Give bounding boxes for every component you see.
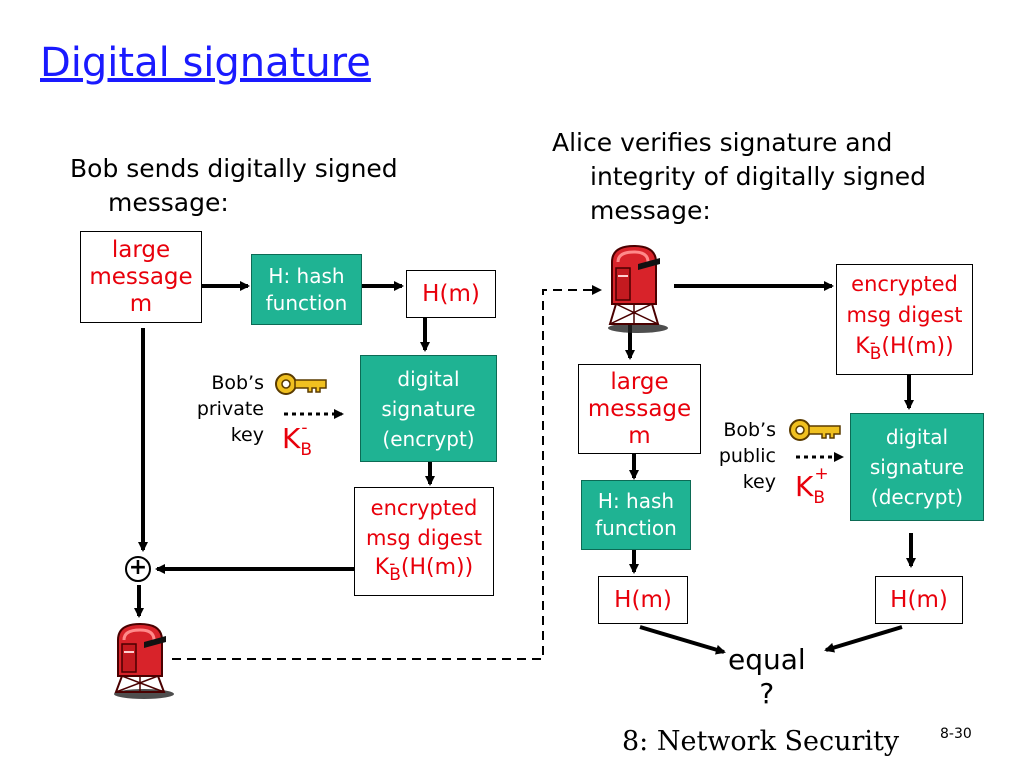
bob-private-key-label: Bob’s private key <box>196 372 264 446</box>
arrow-left-hm-to-equal <box>639 625 726 655</box>
alice-encrypted-digest-box: encrypted msg digest KB-(H(m)) <box>836 264 973 375</box>
key-icon <box>789 419 841 441</box>
concatenate-plus: + <box>125 556 151 582</box>
alice-digital-signature-box: digital signature (decrypt) <box>850 413 984 521</box>
bob-hash-function-box: H: hash function <box>251 254 362 325</box>
key-icon <box>275 373 327 395</box>
alice-kb-hm: KB-(H(m)) <box>855 332 954 364</box>
bob-heading-line2: message: <box>108 188 229 217</box>
bob-encrypted-digest-box: encrypted msg digest KB-(H(m)) <box>354 487 494 596</box>
bob-heading: Bob sends digitally signed message: <box>70 152 398 220</box>
page-title: Digital signature <box>40 40 371 86</box>
alice-hash-function-box: H: hash function <box>581 480 691 550</box>
alice-heading: Alice verifies signature and integrity o… <box>552 126 926 228</box>
alice-public-key-symbol: KB+ <box>795 463 829 508</box>
bob-private-key-symbol: KB- <box>282 417 313 460</box>
bob-digital-signature-box: digital signature (encrypt) <box>360 355 497 462</box>
arrow-right-hm-to-equal <box>824 625 903 653</box>
footer-title: 8: Network Security <box>622 726 900 757</box>
page-number: 8-30 <box>940 726 972 742</box>
alice-heading-line2: integrity of digitally signed <box>590 162 926 191</box>
alice-hm-right-box: H(m) <box>875 576 963 624</box>
bob-kb-hm: KB-(H(m)) <box>374 553 474 585</box>
alice-heading-line1: Alice verifies signature and <box>552 128 893 157</box>
alice-public-key-label: Bob’s public key <box>718 419 776 493</box>
dashed-transmission-line <box>172 285 602 660</box>
bob-large-message-box: large message m <box>80 231 202 323</box>
mailbox-icon <box>608 244 668 333</box>
alice-hm-left-box: H(m) <box>598 576 688 624</box>
alice-heading-line3: message: <box>590 196 711 225</box>
bob-hm-box: H(m) <box>406 270 496 318</box>
bob-heading-line1: Bob sends digitally signed <box>70 154 398 183</box>
equal-question: equal ? <box>728 643 806 710</box>
alice-large-message-box: large message m <box>578 364 701 454</box>
mailbox-icon <box>114 622 174 699</box>
